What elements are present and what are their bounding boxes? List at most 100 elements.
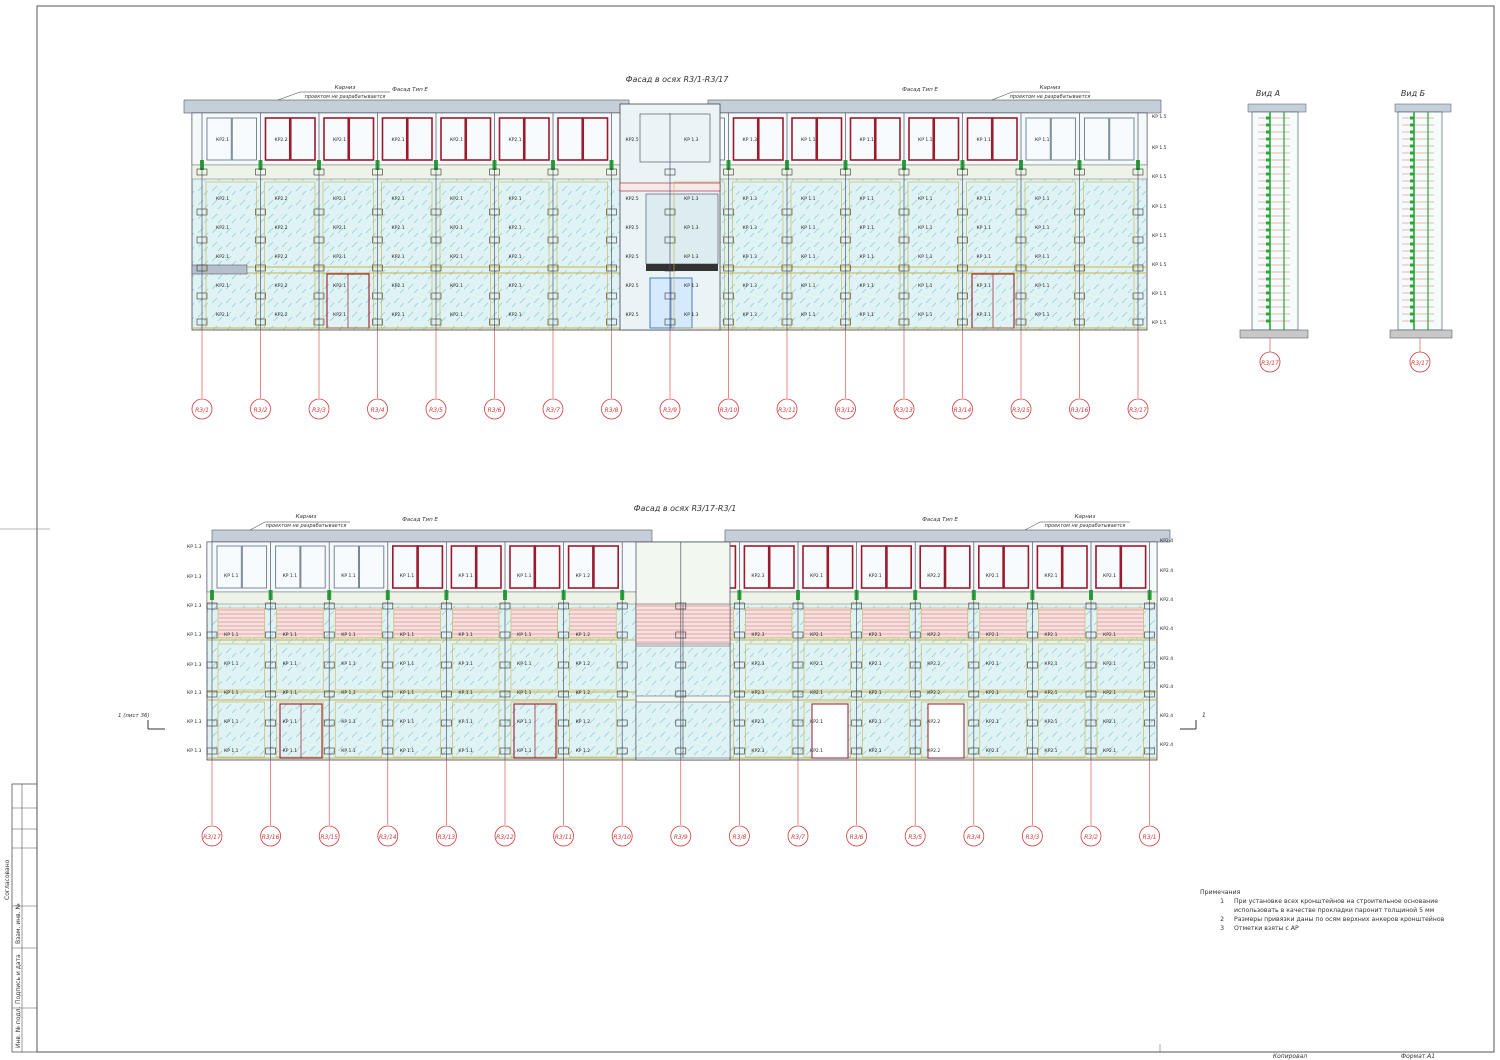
window <box>216 545 242 589</box>
window <box>1003 545 1030 589</box>
bracket-mark <box>430 292 442 300</box>
bracket-mark <box>196 168 208 176</box>
bracket-mark <box>1027 719 1038 727</box>
bracket-mark <box>206 719 218 727</box>
bay-label: КР 1.2 <box>576 573 591 579</box>
stamp-agreed: Согласовано <box>4 859 11 900</box>
bracket-mark <box>206 747 218 755</box>
window <box>509 545 536 589</box>
bay-label: КР2.1 <box>216 225 229 231</box>
bay-label: КР 1.1 <box>918 254 933 260</box>
axis-label: R3/10 <box>613 834 631 841</box>
edge-label: КР2.4 <box>1160 626 1173 632</box>
hatched-panel <box>979 607 1027 639</box>
bracket-mark <box>1144 661 1155 669</box>
edge-label: КР 1.5 <box>1152 233 1167 239</box>
bracket-mark <box>206 602 218 610</box>
axis-label: R3/8 <box>732 834 746 841</box>
bay-frame <box>1083 181 1135 329</box>
hatched-panel <box>393 607 441 639</box>
window <box>933 117 960 161</box>
bracket-mark <box>1085 602 1097 610</box>
window <box>874 117 901 161</box>
window <box>991 117 1018 161</box>
bracket-mark <box>265 747 276 755</box>
bracket-mark <box>323 747 335 755</box>
bay-label: КР2.1 <box>216 283 229 289</box>
axis-circle <box>1127 398 1149 420</box>
bracket-mark <box>372 236 383 244</box>
bracket-mark <box>382 661 394 669</box>
bracket-mark <box>558 602 569 610</box>
bracket-mark <box>372 208 383 216</box>
hatched-panel <box>1096 607 1144 639</box>
bay-frame <box>498 181 550 329</box>
bay-frame <box>979 643 1027 691</box>
axis-label: R3/15 <box>1012 407 1030 414</box>
bracket-mark <box>1015 318 1027 326</box>
window <box>802 545 829 589</box>
view-b-axis-label: R3/17 <box>1411 360 1429 367</box>
bracket-mark <box>430 208 442 216</box>
view-a-axis-label: R3/17 <box>1261 360 1279 367</box>
bracket-mark <box>1144 747 1155 755</box>
bay-label: КР2.1 <box>1044 632 1057 638</box>
bracket-mark <box>723 236 734 244</box>
bracket-green <box>1266 193 1270 197</box>
bracket-mark <box>1085 690 1097 698</box>
elevation-top-title: Фасад в осях R3/1-R3/17 <box>626 75 730 84</box>
bracket-mark <box>441 661 452 669</box>
bay-label: КР2.3 <box>751 719 764 725</box>
axis-circle <box>377 825 399 847</box>
axis-circle <box>787 825 809 847</box>
bay-label: КР 1.1 <box>341 573 356 579</box>
side-stamp: Согласовано Взам. инв. № Подпись и дата … <box>4 783 38 1053</box>
bracket-mark <box>781 318 793 326</box>
bay-label: КР 1.3 <box>684 254 699 260</box>
axis-label: R3/7 <box>546 407 560 414</box>
bracket-mark <box>675 690 687 698</box>
bracket-green <box>1410 235 1414 239</box>
bay-label: КР2.2 <box>927 573 940 579</box>
bay-label: КР2.1 <box>509 225 522 231</box>
bay-label: КР2.1 <box>986 632 999 638</box>
bay-frame <box>334 643 383 691</box>
bracket-mark <box>1074 208 1085 216</box>
axis-label: R3/8 <box>605 407 619 414</box>
bay-label: КР 1.1 <box>977 137 992 143</box>
bracket-mark <box>382 690 394 698</box>
bracket-mark <box>255 168 266 176</box>
bracket-mark <box>1027 631 1038 639</box>
bay-label: КР 1.1 <box>283 632 298 638</box>
bay-label: КР2.1 <box>1103 661 1116 667</box>
bracket-mark <box>898 168 910 176</box>
axis-label: R3/17 <box>1129 407 1147 414</box>
window <box>1095 545 1122 589</box>
bracket-mark <box>489 318 500 326</box>
bracket-mark <box>1015 292 1027 300</box>
window <box>593 545 620 589</box>
cornice-left-note: проектом не разрабатывается <box>305 94 386 100</box>
bay-label: КР2.2 <box>275 196 288 202</box>
bracket-mark <box>909 631 921 639</box>
axis-circle <box>191 398 213 420</box>
bay-label: КР2.1 <box>333 137 346 143</box>
note-number: 3 <box>1220 925 1224 932</box>
bracket-mark <box>323 719 335 727</box>
window <box>359 545 385 589</box>
bracket-mark <box>1027 747 1038 755</box>
axis-label: R3/12 <box>496 834 514 841</box>
bracket-mark <box>382 602 394 610</box>
window <box>440 117 467 161</box>
bay-label: КР 1.3 <box>743 283 758 289</box>
bay-label: КР2.1 <box>869 573 882 579</box>
bracket-mark <box>840 292 851 300</box>
bracket-green <box>1410 298 1414 302</box>
bracket-green <box>1410 305 1414 309</box>
axis-label: R3/1 <box>195 407 209 414</box>
bay-label: КР 1.1 <box>860 312 875 318</box>
bay-label: КР 1.3 <box>684 225 699 231</box>
bracket-mark <box>909 690 921 698</box>
bracket-mark <box>957 236 968 244</box>
